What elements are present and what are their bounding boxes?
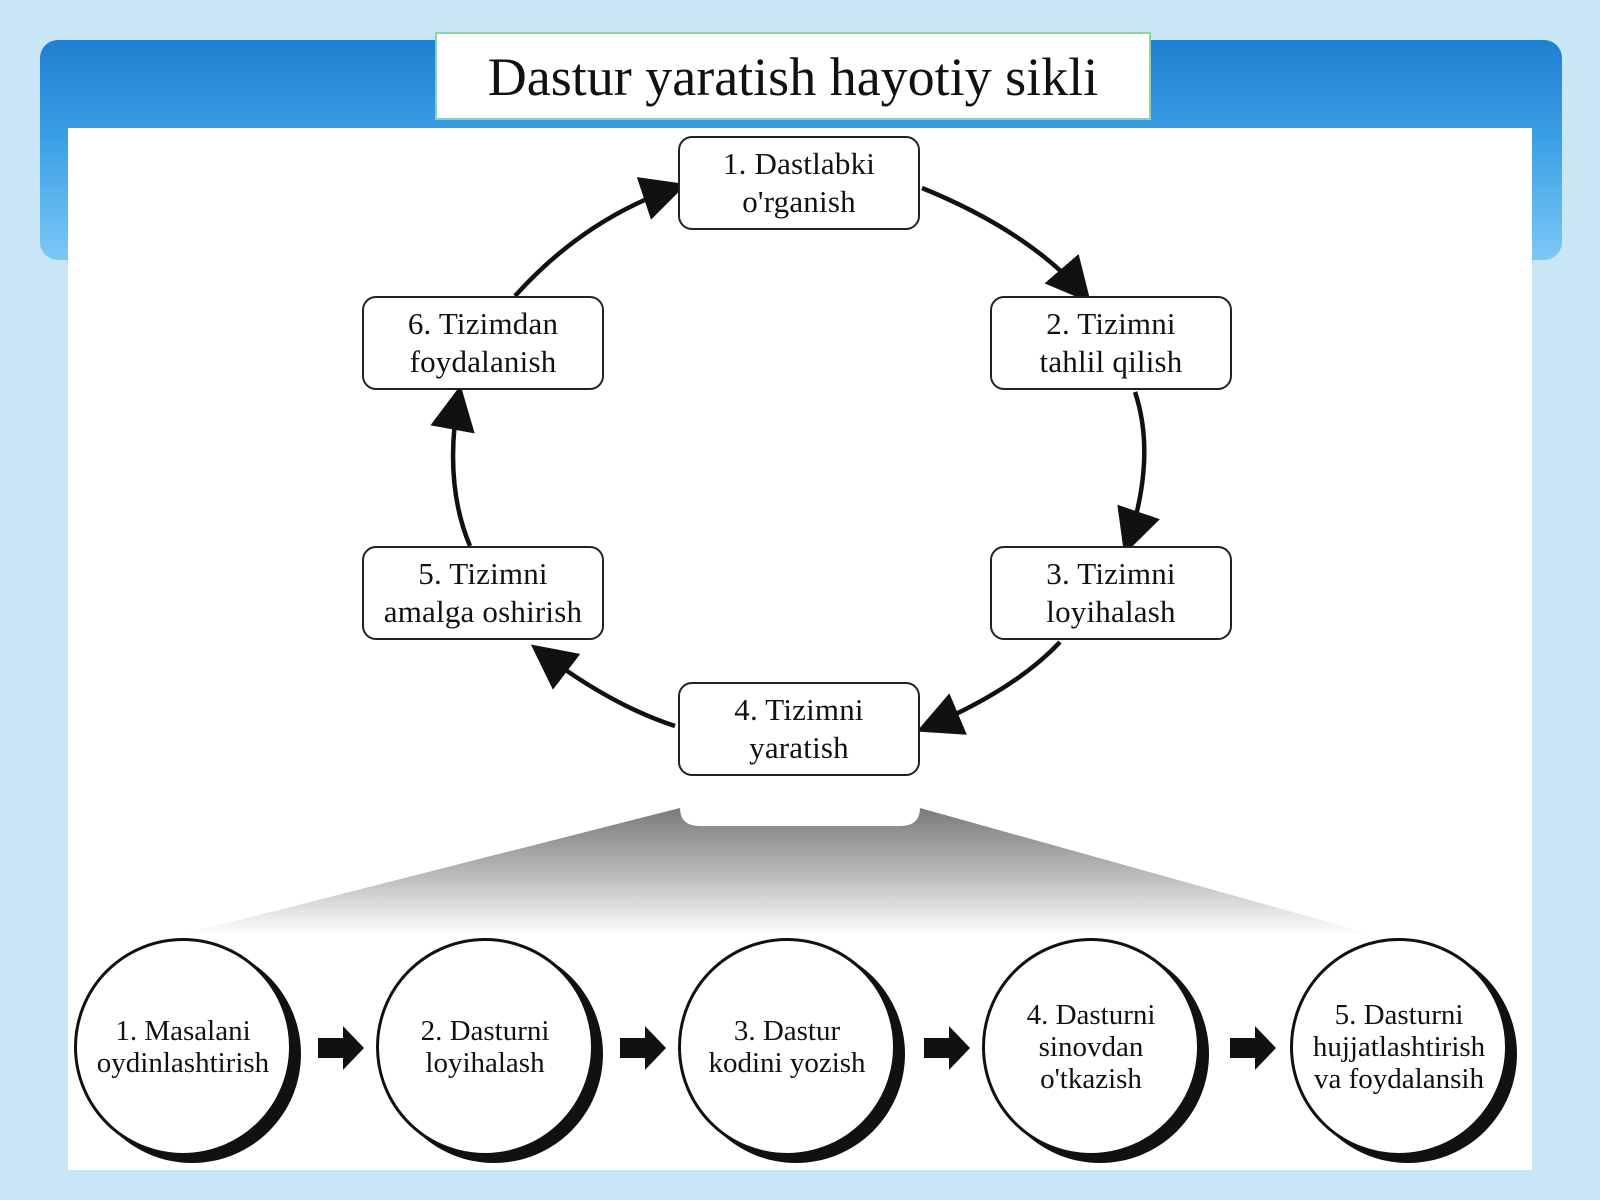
subprocess-step-1: 1. Masalani oydinlashtirish xyxy=(74,938,292,1156)
arrow-3-to-4 xyxy=(916,640,1062,735)
arrow-4-to-5 xyxy=(530,644,676,729)
arrow-step-4-to-5 xyxy=(1230,1026,1276,1070)
cycle-step-1: 1. Dastlabki o'rganish xyxy=(678,136,920,230)
slide-title: Dastur yaratish hayotiy sikli xyxy=(435,32,1151,120)
arrow-step-2-to-3 xyxy=(620,1026,666,1070)
subprocess-step-4: 4. Dasturni sinovdan o'tkazish xyxy=(982,938,1200,1156)
subprocess-step-3: 3. Dastur kodini yozish xyxy=(678,938,896,1156)
subprocess-step-5: 5. Dasturni hujjatlashtirish va foydalan… xyxy=(1290,938,1508,1156)
arrow-1-to-2 xyxy=(921,185,1091,303)
cycle-step-2: 2. Tizimni tahlil qilish xyxy=(990,296,1232,390)
cycle-step-4: 4. Tizimni yaratish xyxy=(678,682,920,776)
cycle-step-3: 3. Tizimni loyihalash xyxy=(990,546,1232,640)
zoom-funnel xyxy=(180,808,1375,935)
arrow-step-3-to-4 xyxy=(924,1026,970,1070)
arrow-step-1-to-2 xyxy=(318,1026,364,1070)
subprocess-step-2: 2. Dasturni loyihalash xyxy=(376,938,594,1156)
step-arrows xyxy=(318,1026,1276,1070)
arrow-2-to-3 xyxy=(1117,391,1160,555)
cycle-step-5: 5. Tizimni amalga oshirish xyxy=(362,546,604,640)
arrow-5-to-6 xyxy=(430,385,475,547)
cycle-step-6: 6. Tizimdan foydalanish xyxy=(362,296,604,390)
arrow-6-to-1 xyxy=(513,177,687,298)
